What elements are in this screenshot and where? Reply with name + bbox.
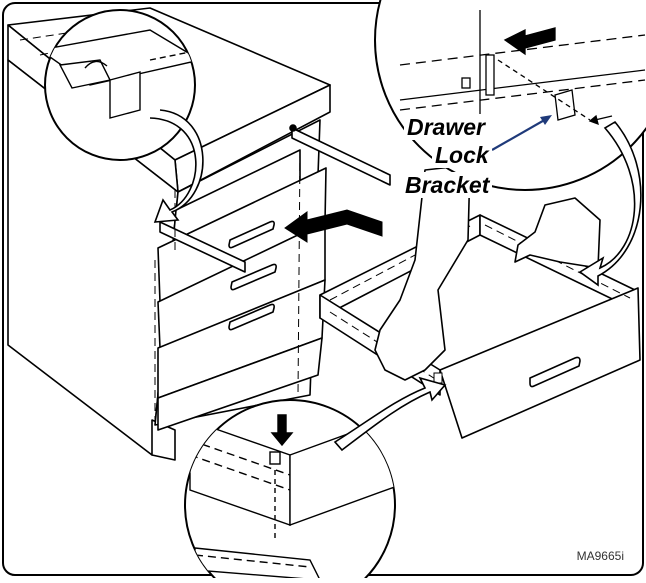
callout-label-bracket: Bracket — [402, 172, 493, 198]
drawer-handle — [228, 220, 275, 249]
drawer-front — [439, 287, 641, 439]
label-pointer — [491, 117, 549, 151]
drawer-handle — [529, 356, 581, 388]
drawer-handle — [228, 303, 275, 331]
insert-arrow — [284, 209, 383, 243]
drawer-front-4 — [157, 337, 323, 431]
right-slide-rail — [291, 127, 391, 186]
left-arm — [374, 164, 471, 381]
callout-arrow-bottom — [333, 376, 447, 452]
callout-label-drawer: Drawer — [404, 114, 488, 140]
callout-label-lock: Lock — [432, 142, 492, 168]
callout-arrow-top-left — [149, 109, 204, 223]
drawer-handle — [230, 263, 277, 291]
left-slide-rail — [159, 221, 246, 273]
callout-arrow-top-right — [578, 120, 642, 287]
reference-code: MA9665i — [576, 549, 624, 563]
right-hand — [514, 197, 601, 269]
hands — [374, 164, 601, 381]
